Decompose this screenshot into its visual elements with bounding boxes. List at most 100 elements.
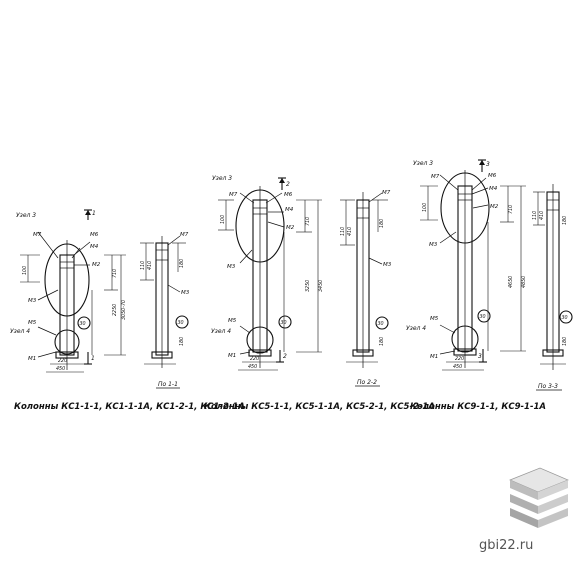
mark-m5-2: М5 (228, 318, 237, 324)
dim-450-1: 450 (56, 366, 65, 372)
dimensions-3 (420, 174, 526, 371)
mark-m2-3: М2 (490, 204, 499, 210)
side-circle-marker-2 (375, 316, 389, 330)
mark-m2-1: М2 (92, 262, 101, 268)
side-circle-label-2: 30 (378, 321, 384, 327)
side-dim-110-1: 110 (140, 261, 146, 270)
section-label-3: По 3-3 (538, 383, 558, 390)
circle-label-2: 30 (281, 320, 287, 326)
section-mark-top-1: 1 (92, 210, 96, 217)
side-dim-410-2: 410 (347, 227, 353, 236)
side-circle-label-1: 30 (178, 320, 184, 326)
dim-3050-1: 3050-70 (121, 300, 127, 320)
mark-m5-1: М5 (28, 320, 37, 326)
side-dim-180b-3: 180 (562, 337, 568, 346)
mark-m3-2: М3 (227, 264, 236, 270)
side-dim-180-2: 180 (379, 219, 385, 228)
dim-710-1: 710 (112, 269, 118, 278)
node-top-label-1: Узел 3 (16, 212, 36, 219)
node-bottom-label-1: Узел 4 (10, 328, 30, 335)
section-arrow-top-1 (84, 209, 92, 220)
dim-220-2: 220 (250, 356, 259, 362)
side-view-2 (340, 192, 388, 368)
section-arrow-top-2 (278, 177, 286, 190)
dim-4850-3: 4850 (521, 276, 527, 288)
section-mark-bottom-3: 3 (478, 353, 482, 360)
mark-m1-2: М1 (228, 353, 236, 359)
side-view-3 (533, 184, 566, 370)
node-bottom-label-2: Узел 4 (211, 328, 231, 335)
column-elevation-3 (440, 170, 490, 368)
section-label-2: По 2-2 (357, 379, 377, 386)
caption-2: Колонны КС5-1-1, КС5-1-1А, КС5-2-1, КС5-… (204, 402, 435, 412)
dim-2250-1: 2250 (112, 304, 118, 316)
mark-m7-2: М7 (229, 192, 238, 198)
section-label-1: По 1-1 (158, 381, 178, 388)
caption-1: Колонны КС1-1-1, КС1-1-1А, КС1-2-1, КС1-… (14, 402, 245, 412)
mark-m5-3: М5 (430, 316, 439, 322)
dim-3250-2: 3250 (305, 280, 311, 292)
column-elevation-1 (44, 240, 90, 370)
side-dim-180b-2: 180 (379, 337, 385, 346)
side-dim-110-2: 110 (340, 227, 346, 236)
dim-100-2: 100 (220, 215, 226, 224)
side-dim-180b-1: 180 (179, 337, 185, 346)
side-circle-label-3: 30 (562, 315, 568, 321)
side-dim-110-3: 110 (532, 211, 538, 220)
mark-m4-1: М4 (90, 244, 99, 250)
mark-m7-1: М7 (33, 232, 42, 238)
section-mark-bottom-1: 1 (91, 355, 95, 362)
section-arrow-top-3 (478, 159, 486, 172)
side-dim-410-1: 410 (147, 261, 153, 270)
dim-3450-2: 3450 (318, 280, 324, 292)
dim-450-2: 450 (248, 364, 257, 370)
dim-220-3: 220 (455, 356, 464, 362)
mark-m4-2: М4 (285, 207, 294, 213)
section-arrow-bottom-3 (479, 349, 487, 363)
side-circle-marker-3 (559, 310, 573, 324)
dim-100-3: 100 (422, 203, 428, 212)
mark-m6-3: М6 (488, 173, 497, 179)
dim-220-1: 220 (58, 358, 67, 364)
node-bottom-label-3: Узел 4 (406, 325, 426, 332)
side-dim-180-1: 180 (179, 259, 185, 268)
mark-m6-2: М6 (284, 192, 293, 198)
circle-marker-1 (77, 316, 91, 330)
dim-710-3: 710 (508, 205, 514, 214)
circle-marker-3 (477, 309, 491, 323)
mark-m3-3: М3 (429, 242, 438, 248)
section-mark-bottom-2: 2 (283, 353, 287, 360)
dim-710-2: 710 (305, 217, 311, 226)
dim-100-1: 100 (22, 266, 28, 275)
column-group-2: Узел 3 Узел 4 М7 М6 М4 М2 М3 М5 М1 3250 … (204, 175, 435, 412)
mark-m4-3: М4 (489, 186, 498, 192)
side-circle-marker-1 (175, 315, 189, 329)
circle-marker-2 (278, 315, 292, 329)
logo-icon (509, 467, 569, 528)
mark-m3-1: М3 (28, 298, 37, 304)
side-mark-m7-1: М7 (180, 232, 189, 238)
mark-m1-1: М1 (28, 356, 36, 362)
circle-label-1: 30 (80, 321, 86, 327)
dim-4650-3: 4650 (508, 276, 514, 288)
circle-label-3: 30 (480, 314, 486, 320)
dimensions-1 (20, 231, 126, 373)
column-group-1: Узел 3 Узел 4 М7 М6 М4 М2 М3 М5 М1 2250 … (10, 209, 245, 412)
section-mark-top-3: 3 (486, 161, 490, 168)
side-mark-m7-2: М7 (382, 190, 391, 196)
section-arrow-bottom-1 (84, 352, 92, 365)
side-mark-m3-1: М3 (181, 290, 190, 296)
dimensions-2 (218, 192, 322, 371)
watermark-text: gbi22.ru (479, 538, 534, 553)
section-mark-top-2: 2 (286, 181, 290, 188)
mark-m2-2: М2 (286, 225, 295, 231)
side-dim-410-3: 410 (539, 211, 545, 220)
side-dim-180-3: 180 (562, 216, 568, 225)
node-top-label-3: Узел 3 (413, 160, 433, 167)
column-elevation-2 (235, 186, 285, 368)
node-top-label-2: Узел 3 (212, 175, 232, 182)
mark-m6-1: М6 (90, 232, 99, 238)
mark-m7-3: М7 (431, 174, 440, 180)
side-view-1 (140, 235, 186, 368)
